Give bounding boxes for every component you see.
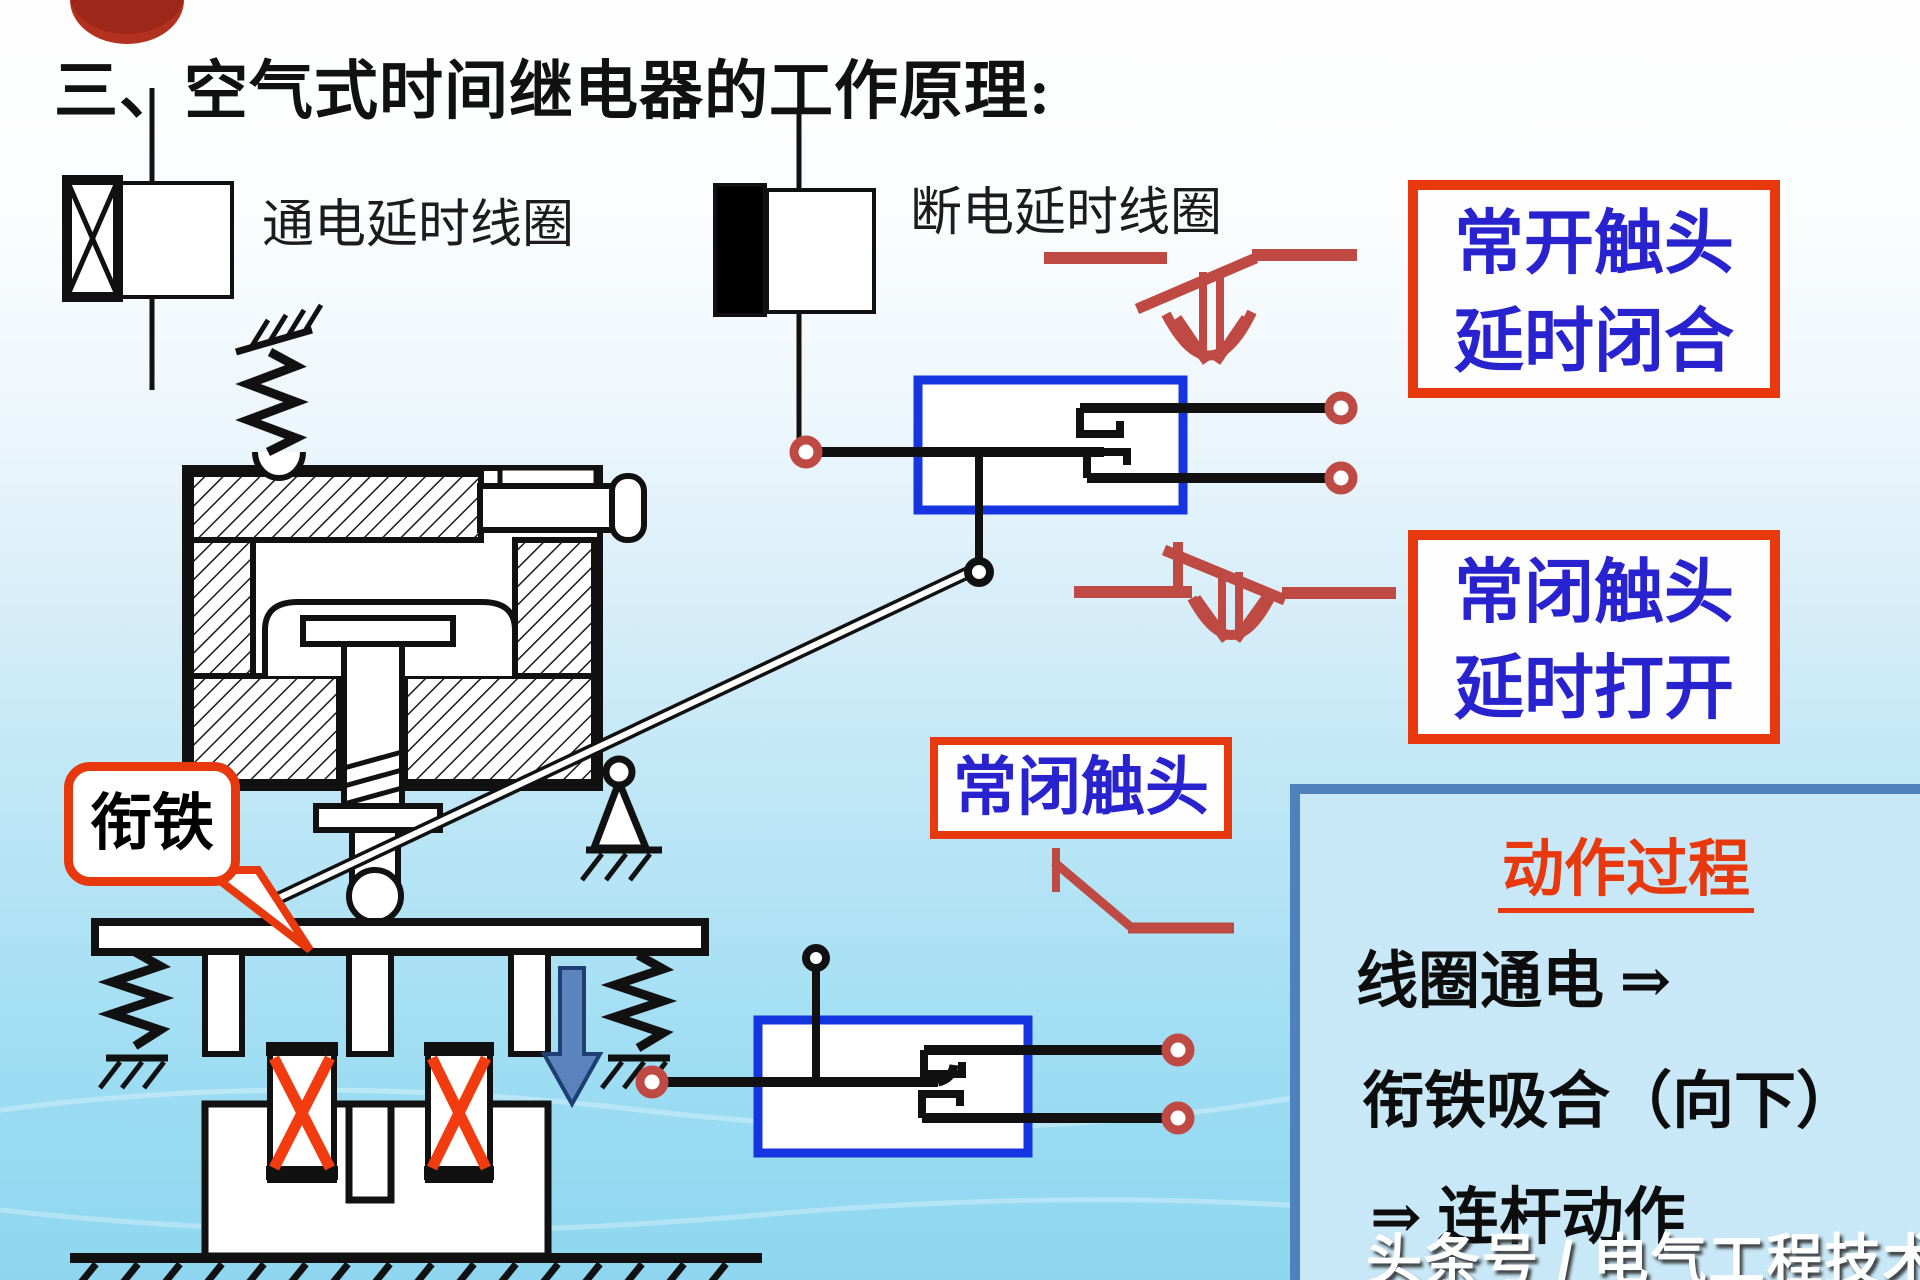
nc-contact-line1: 常闭触头 xyxy=(1454,555,1734,632)
nc-contact-symbol xyxy=(1051,848,1234,934)
lower-contact-block xyxy=(635,944,1195,1158)
electromagnet xyxy=(201,949,552,1260)
lever xyxy=(259,560,985,912)
action-process-title: 动作过程 xyxy=(1300,818,1920,913)
no-contact-line1: 常开触头 xyxy=(1454,206,1734,283)
watermark: 头条号 / 电气工程技术 xyxy=(1366,1229,1920,1280)
off-delay-coil-label: 断电延时线圈 xyxy=(910,185,1223,242)
nc-contact-callout: 常闭触头 延时打开 xyxy=(1408,530,1780,744)
off-delay-coil-symbol xyxy=(713,108,876,442)
process-step-1: 线圈通电 ⇒ xyxy=(1356,948,1672,1016)
logo xyxy=(70,0,184,44)
nc-contact-line2: 延时打开 xyxy=(1454,651,1734,728)
armature-callout: 衔铁 xyxy=(64,762,240,886)
no-contact-callout: 常开触头 延时闭合 xyxy=(1408,180,1780,398)
no-contact-line2: 延时闭合 xyxy=(1454,304,1734,381)
nc-plain-label: 常闭触头 xyxy=(930,737,1232,839)
action-process-panel: 动作过程 线圈通电 ⇒ 衔铁吸合（向下） ⇒ 连杆动作 ⇒ 触头动作 xyxy=(1290,784,1920,1280)
on-delay-coil-label: 通电延时线圈 xyxy=(262,197,575,254)
upper-contact-block xyxy=(789,375,1358,587)
page-title: 三、空气式时间继电器的工作原理: xyxy=(54,56,1052,127)
nc-delayed-open-contact-symbol xyxy=(1074,542,1396,643)
on-delay-coil-symbol xyxy=(62,88,234,390)
armature-plate xyxy=(91,918,709,956)
process-step-2: 衔铁吸合（向下） xyxy=(1362,1068,1859,1136)
down-arrow-icon xyxy=(540,966,604,1109)
no-delayed-close-contact-symbol xyxy=(1044,249,1357,365)
fulcrum xyxy=(580,755,662,882)
ground xyxy=(70,1253,762,1280)
process-step-3: ⇒ 连杆动作 xyxy=(1370,1184,1686,1252)
